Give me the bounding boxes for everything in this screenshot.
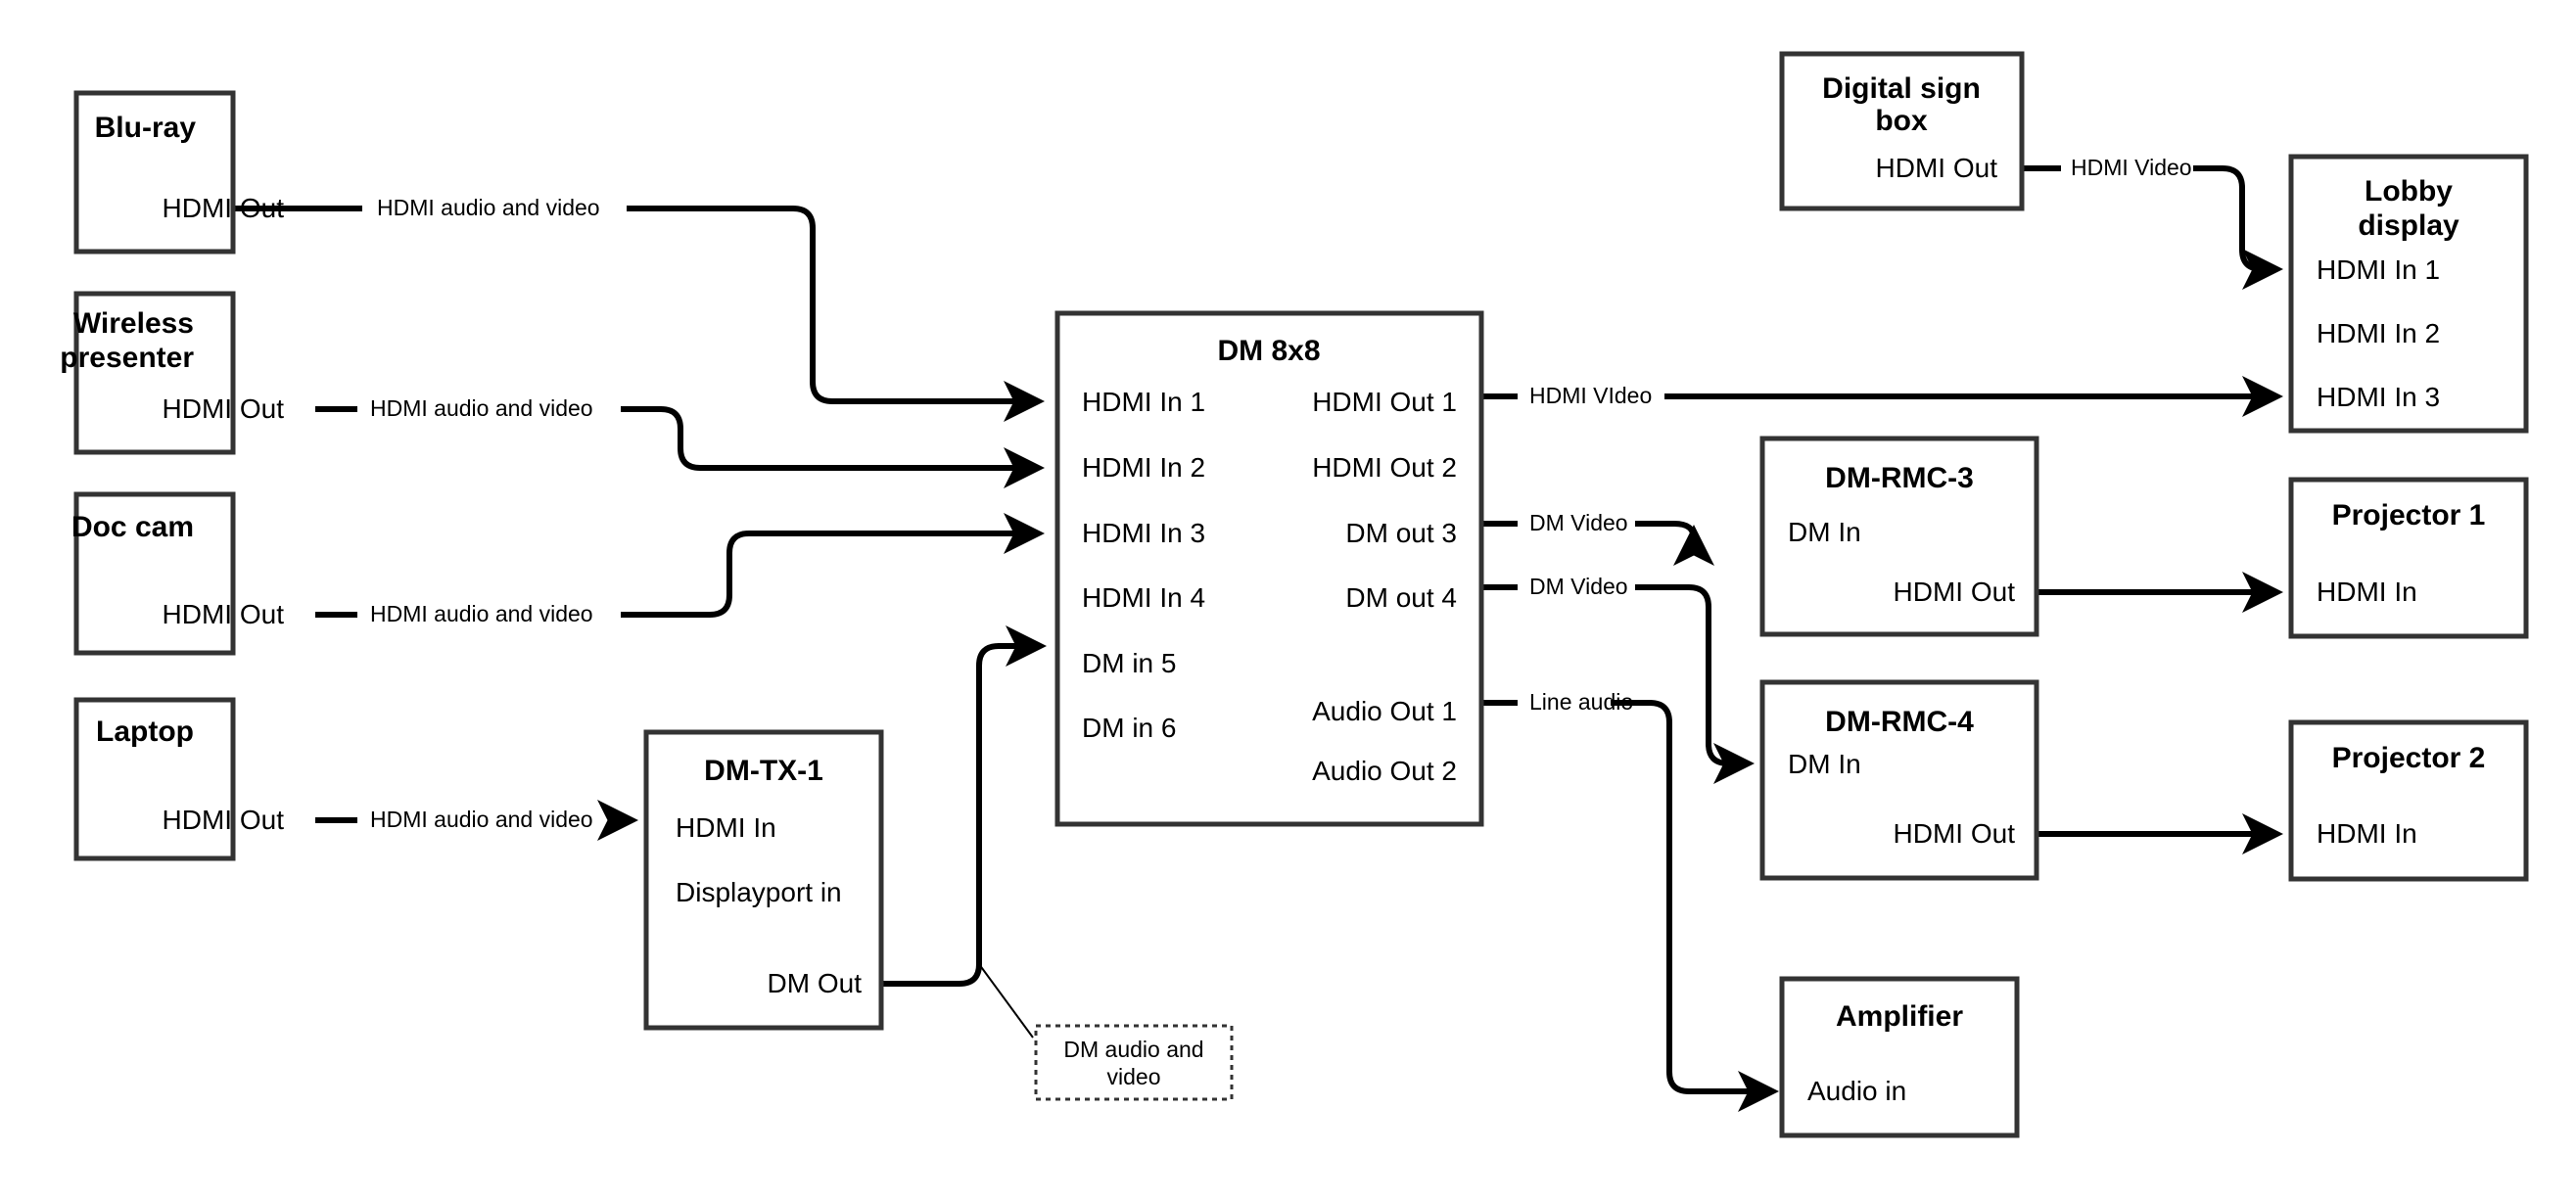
edge-label: Line audio [1529, 689, 1633, 715]
port-label-hdmi-in-2: HDMI In 2 [1082, 452, 1205, 483]
port-label-dm-in: DM In [1788, 749, 1861, 779]
node-title: Amplifier [1836, 1000, 1963, 1033]
port-label-displayport-in: Displayport in [676, 877, 842, 907]
port-label-dm-out-4: DM out 4 [1345, 582, 1457, 613]
port-label-hdmi-out: HDMI Out [1876, 153, 1998, 183]
edge-label: HDMI Video [2071, 155, 2192, 180]
node-title-line-1: Digital sign [1822, 72, 1981, 105]
port-label-hdmi-in-4: HDMI In 4 [1082, 582, 1205, 613]
node-dm-rmc-4[interactable]: DM-RMC-4 DM In HDMI Out [1759, 679, 2039, 881]
node-box[interactable] [1759, 436, 2039, 637]
port-label-hdmi-out: HDMI Out [163, 193, 285, 223]
edge-digital-sign-to-lobby-in-1: HDMI Video [2022, 155, 2283, 290]
port-label-hdmi-in-3: HDMI In 3 [2317, 382, 2440, 412]
port-label-audio-out-2: Audio Out 2 [1312, 756, 1457, 786]
port-label-hdmi-in-2: HDMI In 2 [2317, 318, 2440, 348]
edge-dm-out-1-to-lobby-in-3: HDMI VIdeo [1481, 376, 2283, 417]
node-box[interactable] [643, 729, 884, 1031]
node-wireless-presenter[interactable]: Wireless presenter HDMI Out [60, 291, 285, 455]
port-label-hdmi-out: HDMI Out [1894, 577, 2016, 607]
port-label-dm-in-6: DM in 6 [1082, 713, 1176, 743]
edge-label: HDMI audio and video [377, 195, 600, 220]
edge-wireless-presenter-to-dm-in-2: HDMI audio and video [315, 395, 1045, 488]
port-label-dm-out: DM Out [768, 968, 863, 998]
port-label-hdmi-out: HDMI Out [163, 393, 285, 424]
port-label-hdmi-out: HDMI Out [163, 599, 285, 629]
edge-dm-out-3-to-rmc-3: DM Video [1481, 510, 1714, 566]
node-title: Projector 2 [2332, 742, 2486, 774]
node-box[interactable] [2288, 477, 2529, 639]
edge-blu-ray-to-dm-in-1: HDMI audio and video [235, 195, 1045, 422]
port-label-dm-in: DM In [1788, 517, 1861, 547]
node-title-line-2: box [1875, 105, 1928, 137]
node-title: DM-RMC-3 [1825, 462, 1974, 494]
node-box[interactable] [73, 90, 236, 254]
node-box[interactable] [73, 491, 236, 656]
port-label-dm-out-3: DM out 3 [1345, 518, 1457, 548]
port-label-hdmi-in: HDMI In [2317, 818, 2417, 849]
node-title: DM 8x8 [1217, 335, 1320, 367]
node-projector-1[interactable]: Projector 1 HDMI In [2288, 477, 2529, 639]
note-line-1: DM audio and [1063, 1037, 1203, 1062]
node-laptop[interactable]: Laptop HDMI Out [73, 697, 285, 861]
port-label-hdmi-in-1: HDMI In 1 [1082, 387, 1205, 417]
node-title: Laptop [96, 716, 194, 748]
node-title-line-2: presenter [60, 342, 194, 374]
node-title: Projector 1 [2332, 499, 2486, 531]
port-label-dm-in-5: DM in 5 [1082, 648, 1176, 678]
node-title: Doc cam [71, 511, 194, 543]
node-box[interactable] [2288, 154, 2529, 434]
node-title-line-1: Wireless [73, 307, 194, 340]
node-dm-rmc-3[interactable]: DM-RMC-3 DM In HDMI Out [1759, 436, 2039, 637]
node-projector-2[interactable]: Projector 2 HDMI In [2288, 719, 2529, 882]
port-label-audio-out-1: Audio Out 1 [1312, 696, 1457, 726]
node-dm-tx-1[interactable]: DM-TX-1 HDMI In Displayport in DM Out [643, 729, 884, 1031]
node-title: DM-TX-1 [704, 755, 823, 787]
edge-label: HDMI audio and video [370, 601, 593, 626]
edge-doc-cam-to-dm-in-3: HDMI audio and video [315, 513, 1045, 626]
node-title-line-2: display [2358, 209, 2459, 242]
node-title: DM-RMC-4 [1825, 706, 1974, 738]
port-label-hdmi-out: HDMI Out [163, 805, 285, 835]
node-box[interactable] [1759, 679, 2039, 881]
node-amplifier[interactable]: Amplifier Audio in [1779, 976, 2020, 1138]
node-box[interactable] [1779, 976, 2020, 1138]
node-box[interactable] [1779, 51, 2025, 211]
port-label-hdmi-in-1: HDMI In 1 [2317, 254, 2440, 285]
port-label-hdmi-in-3: HDMI In 3 [1082, 518, 1205, 548]
edge-label: DM Video [1529, 510, 1628, 535]
node-title-line-1: Lobby [2365, 175, 2453, 208]
node-box[interactable] [1054, 310, 1484, 827]
edge-laptop-to-dm-tx-1: HDMI audio and video [315, 800, 638, 841]
node-doc-cam[interactable]: Doc cam HDMI Out [71, 491, 285, 656]
node-blu-ray[interactable]: Blu-ray HDMI Out [73, 90, 285, 254]
edge-audio-out-1-to-amplifier: Line audio [1481, 689, 1779, 1112]
note-dm-audio-and-video: DM audio and video [1034, 1024, 1234, 1101]
note-line-2: video [1107, 1064, 1161, 1089]
node-box[interactable] [73, 291, 236, 455]
edge-label: DM Video [1529, 574, 1628, 599]
edge-label: HDMI audio and video [370, 807, 593, 832]
port-label-audio-in: Audio in [1807, 1076, 1906, 1106]
node-lobby-display[interactable]: Lobby display HDMI In 1 HDMI In 2 HDMI I… [2288, 154, 2529, 434]
note-box [1034, 1024, 1234, 1101]
port-label-hdmi-out: HDMI Out [1894, 818, 2016, 849]
port-label-hdmi-in: HDMI In [676, 812, 776, 843]
edge-label: HDMI audio and video [370, 395, 593, 421]
node-digital-sign-box[interactable]: Digital sign box HDMI Out [1779, 51, 2025, 211]
port-label-hdmi-out-2: HDMI Out 2 [1312, 452, 1457, 483]
node-box[interactable] [73, 697, 236, 861]
port-label-hdmi-in: HDMI In [2317, 577, 2417, 607]
node-box[interactable] [2288, 719, 2529, 882]
edge-dm-out-4-to-rmc-4: DM Video [1481, 574, 1755, 784]
port-label-hdmi-out-1: HDMI Out 1 [1312, 387, 1457, 417]
edge-dm-tx-1-to-dm-in-5 [881, 625, 1047, 1039]
edge-label: HDMI VIdeo [1529, 383, 1652, 408]
node-dm-8x8[interactable]: DM 8x8 HDMI In 1 HDMI In 2 HDMI In 3 HDM… [1054, 310, 1484, 827]
node-title: Blu-ray [95, 112, 197, 144]
